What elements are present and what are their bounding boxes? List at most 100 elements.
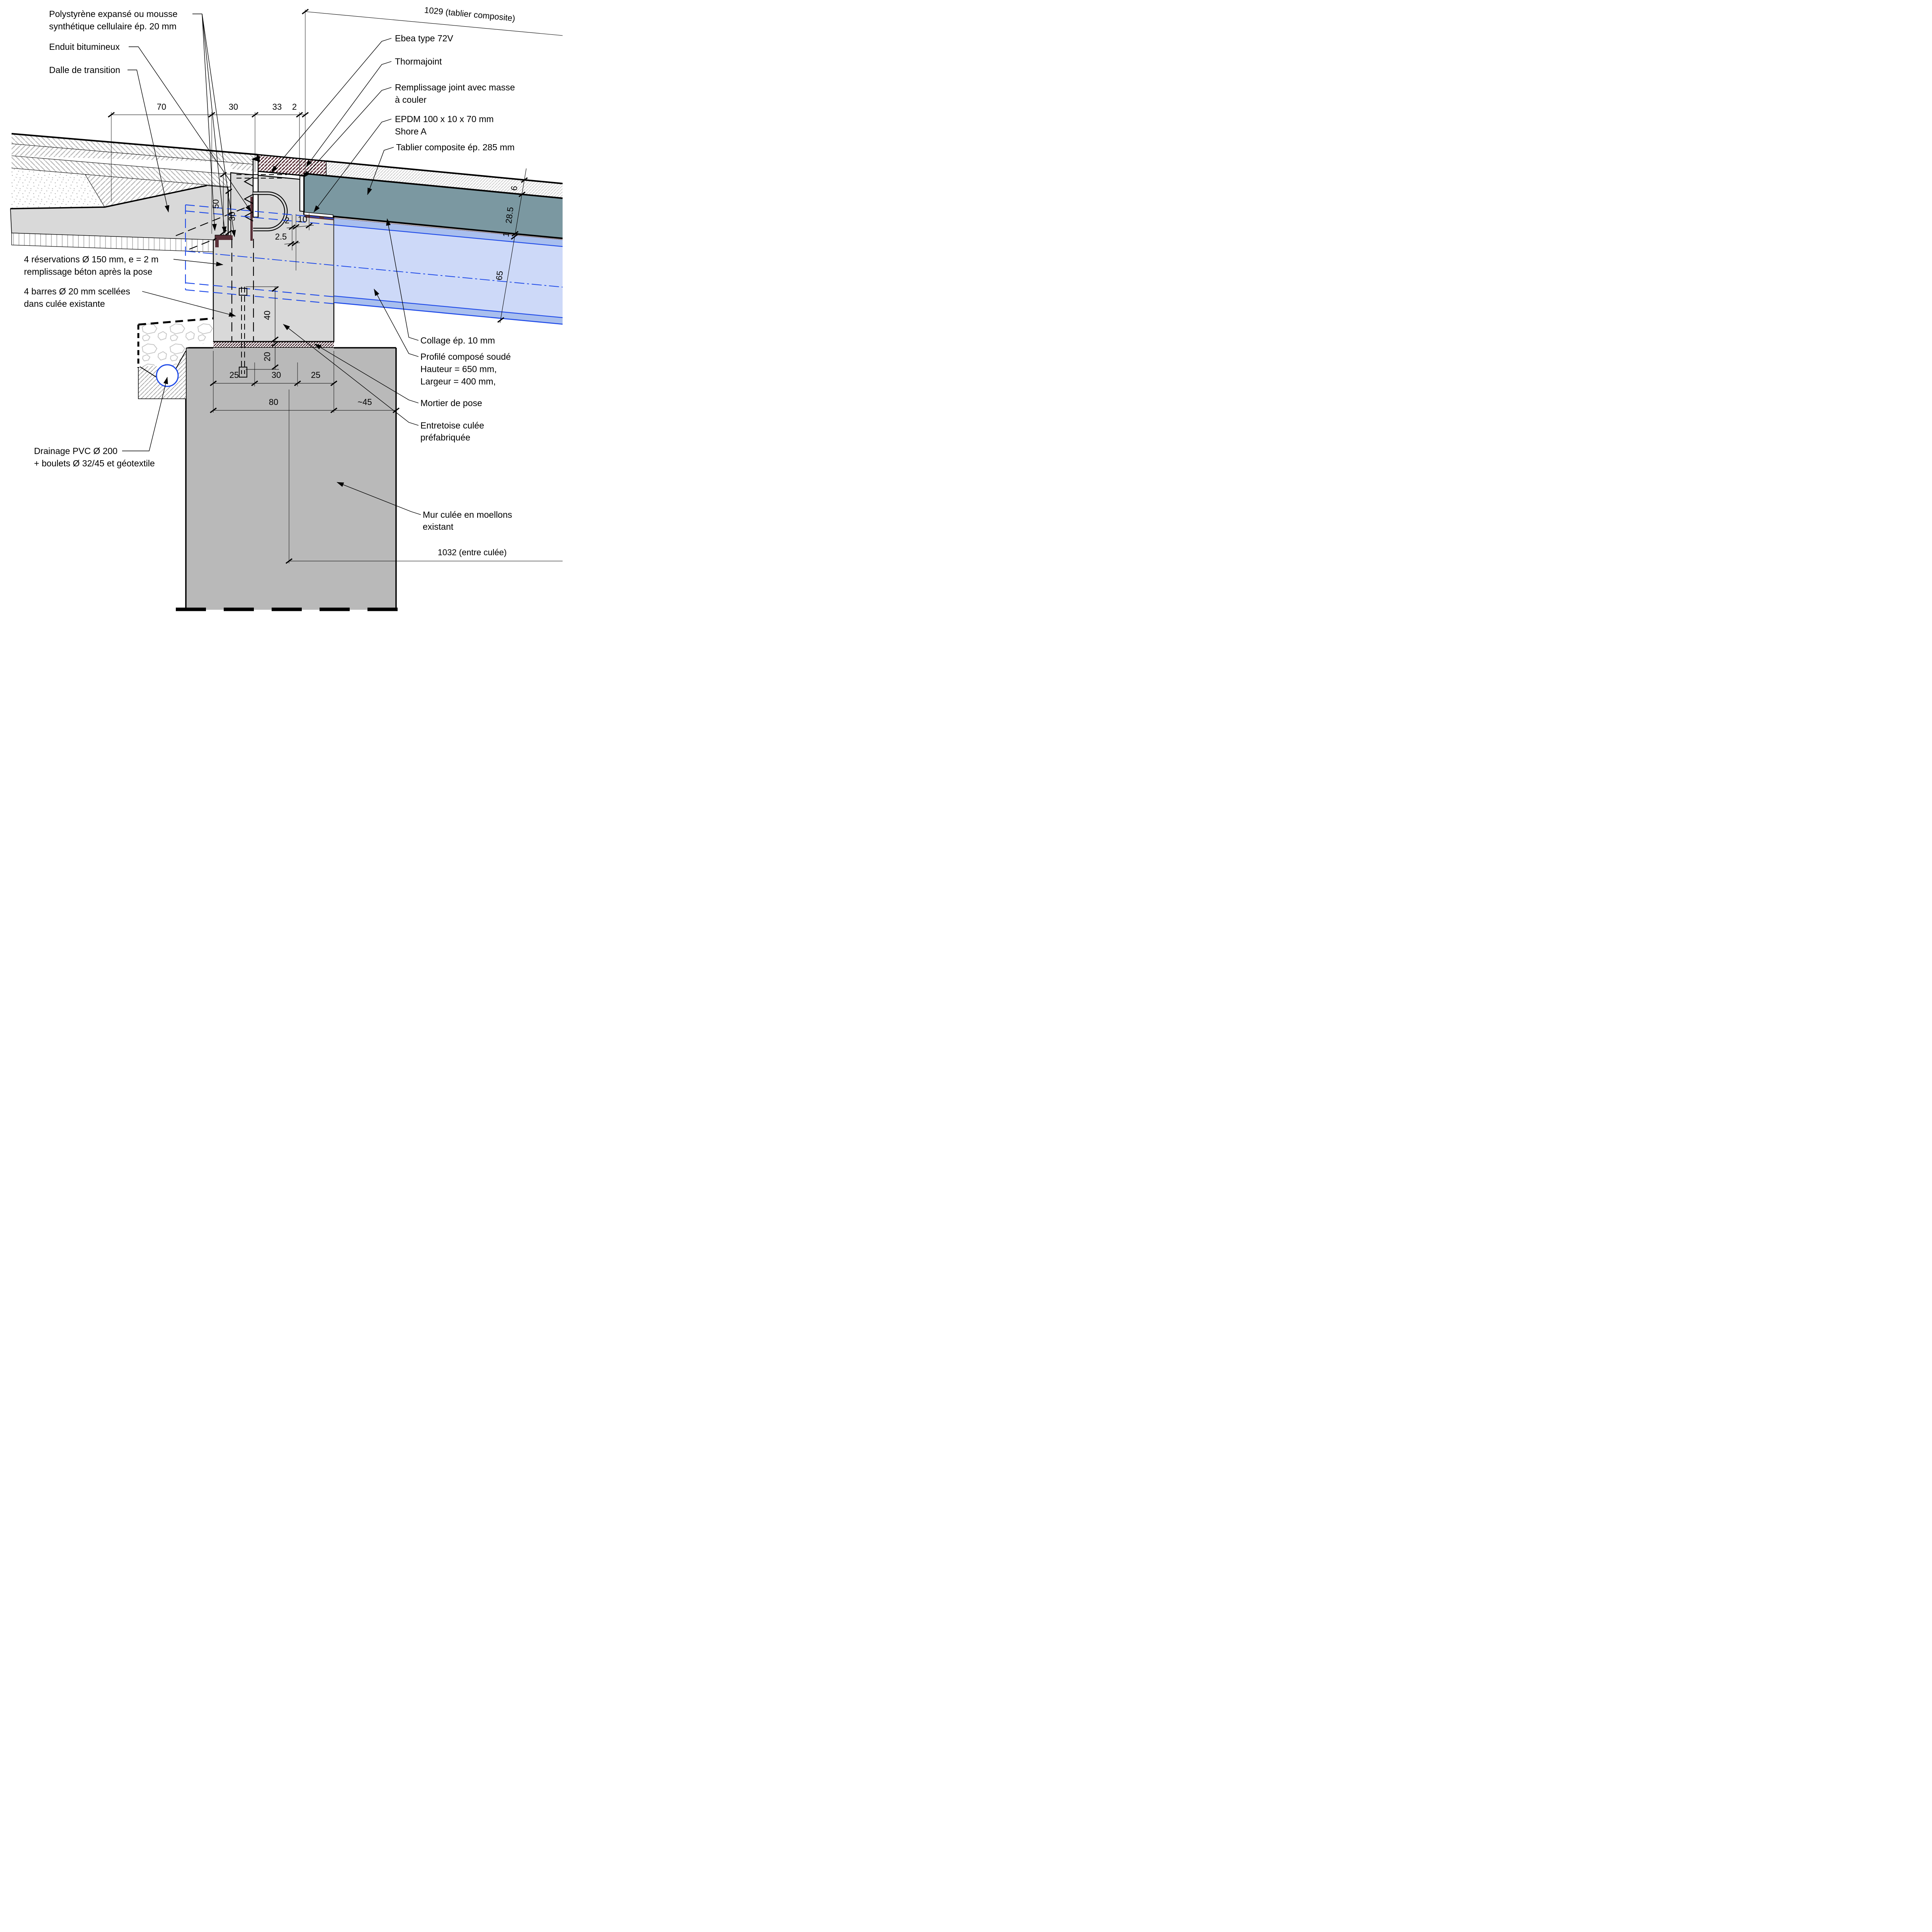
deck-top-edge	[304, 173, 563, 199]
dim-40: 40	[262, 311, 272, 320]
leader-polystyrene-3	[202, 14, 236, 237]
leader-epdm	[313, 119, 392, 213]
deck-bottom-edge	[304, 213, 563, 240]
approach-road	[10, 133, 258, 252]
layer-boundary	[11, 155, 231, 175]
asphalt-layer-1	[12, 134, 257, 165]
geotextile-top	[138, 317, 214, 326]
leader-polystyrene-1	[202, 14, 217, 231]
hidden-slab-edges	[175, 205, 251, 250]
dim-30: 30	[229, 102, 238, 112]
wedge-edge	[85, 174, 105, 207]
ebea-anchor-angle	[251, 156, 260, 162]
bridge-abutment-detail-drawing: 70 30 33 2 50 30 2 10 2.5 6 28.5 1 65 40…	[0, 0, 563, 622]
dim-joint-10: 10	[298, 214, 307, 224]
leader-lines	[122, 14, 421, 515]
label-tablier: Tablier composite ép. 285 mm	[396, 142, 515, 152]
drainage-pvc-pipe	[156, 364, 179, 387]
leader-entretoise	[283, 324, 419, 426]
label-dalle: Dalle de transition	[49, 65, 120, 75]
hidden-beam-outline	[185, 204, 334, 304]
dim-80: 80	[269, 397, 278, 407]
bar-coupler-bottom	[239, 367, 247, 378]
label-epdm-2: Shore A	[395, 126, 427, 136]
lean-concrete-wedge	[85, 174, 207, 207]
label-drainage-1: Drainage PVC Ø 200	[34, 446, 117, 456]
label-polystyrene-2: synthétique cellulaire ép. 20 mm	[49, 21, 177, 31]
label-profile-2: Hauteur = 650 mm,	[420, 364, 497, 374]
hidden-flange-line	[185, 282, 334, 298]
epdm-bearing-strip	[304, 212, 333, 218]
dim-45: ~45	[357, 397, 372, 407]
hidden-flange-line	[185, 289, 334, 304]
label-reservations-2: remplissage béton après la pose	[24, 267, 152, 277]
hidden-flange-line	[185, 210, 334, 226]
label-entretoise-1: Entretoise culée	[420, 420, 484, 430]
hidden-anchor-bars	[236, 174, 287, 179]
layer-boundary	[11, 168, 228, 187]
dim-joint-2: 2	[285, 216, 289, 225]
label-mur-2: existant	[423, 522, 454, 532]
deck-asphalt-layer	[327, 161, 563, 198]
label-barres-2: dans culée existante	[24, 299, 105, 309]
enduit-bitumineux-step	[215, 235, 233, 240]
beam-web	[334, 218, 563, 324]
dim-50: 50	[211, 199, 221, 209]
label-remplissage-1: Remplissage joint avec masse	[395, 82, 515, 92]
leader-enduit	[129, 46, 252, 212]
granular-base-layer	[10, 168, 105, 209]
leader-ebea	[271, 38, 392, 173]
beam-axis-line	[185, 251, 563, 287]
enduit-front-face-strip	[250, 197, 253, 241]
asphalt-layer-2	[12, 144, 257, 172]
boulder-fill	[138, 318, 213, 384]
leader-dalle	[128, 70, 170, 213]
dim-25b: 25	[311, 370, 320, 380]
leader-tablier	[367, 147, 394, 195]
leader-remplissage	[303, 87, 392, 178]
label-barres-1: 4 barres Ø 20 mm scellées	[24, 286, 130, 296]
label-entretoise-2: préfabriquée	[420, 432, 470, 442]
label-ebea: Ebea type 72V	[395, 33, 454, 43]
dim-1029-label: 1029 (tablier composite)	[424, 5, 515, 23]
deck-surface-line	[326, 160, 563, 184]
beam-top-flange	[334, 218, 563, 247]
leader-thormajoint	[306, 61, 392, 167]
dim-1032-label: 1032 (entre culée)	[438, 548, 507, 557]
dim-33: 33	[272, 102, 282, 112]
label-collage: Collage ép. 10 mm	[420, 335, 495, 345]
label-reservations-1: 4 réservations Ø 150 mm, e = 2 m	[24, 254, 158, 264]
asphalt-layer-3	[12, 156, 228, 187]
dim-2: 2	[292, 102, 297, 112]
expansion-joint-gap	[299, 175, 304, 212]
dim-25a: 25	[230, 370, 239, 380]
enduit-bitumineux-step-leg	[215, 235, 219, 247]
hook-rebar-inner	[253, 192, 287, 231]
leader-profile	[374, 289, 419, 357]
dim-70: 70	[157, 102, 166, 112]
flange-line-top	[333, 224, 563, 247]
dim-1: 1	[501, 231, 511, 237]
dim-30b: 30	[272, 370, 281, 380]
label-epdm-1: EPDM 100 x 10 x 70 mm	[395, 114, 494, 124]
dim-65: 65	[494, 270, 505, 281]
beam-bottom-edge	[333, 302, 563, 325]
support-structure	[176, 341, 406, 611]
extension-lines	[111, 10, 396, 563]
leader-drainage	[122, 377, 168, 451]
leader-collage	[386, 218, 419, 341]
drawing-canvas: 70 30 33 2 50 30 2 10 2.5 6 28.5 1 65 40…	[10, 5, 563, 611]
label-profile-3: Largeur = 400 mm,	[420, 376, 496, 386]
flange-line-bottom	[333, 295, 563, 318]
leader-barres	[142, 291, 236, 317]
masonry-abutment-wall	[186, 348, 396, 610]
ebea-edge-profile	[252, 158, 259, 218]
annotations: Polystyrène expansé ou mousse synthétiqu…	[24, 9, 515, 532]
hidden-flange-line	[185, 204, 334, 219]
soil-boundary	[138, 367, 186, 399]
leader-reservations	[173, 259, 223, 267]
dim-joint-2-5: 2.5	[275, 232, 287, 242]
dim-28-5: 28.5	[504, 206, 515, 224]
label-enduit: Enduit bitumineux	[49, 42, 120, 52]
bar-coupler-top	[239, 288, 247, 296]
